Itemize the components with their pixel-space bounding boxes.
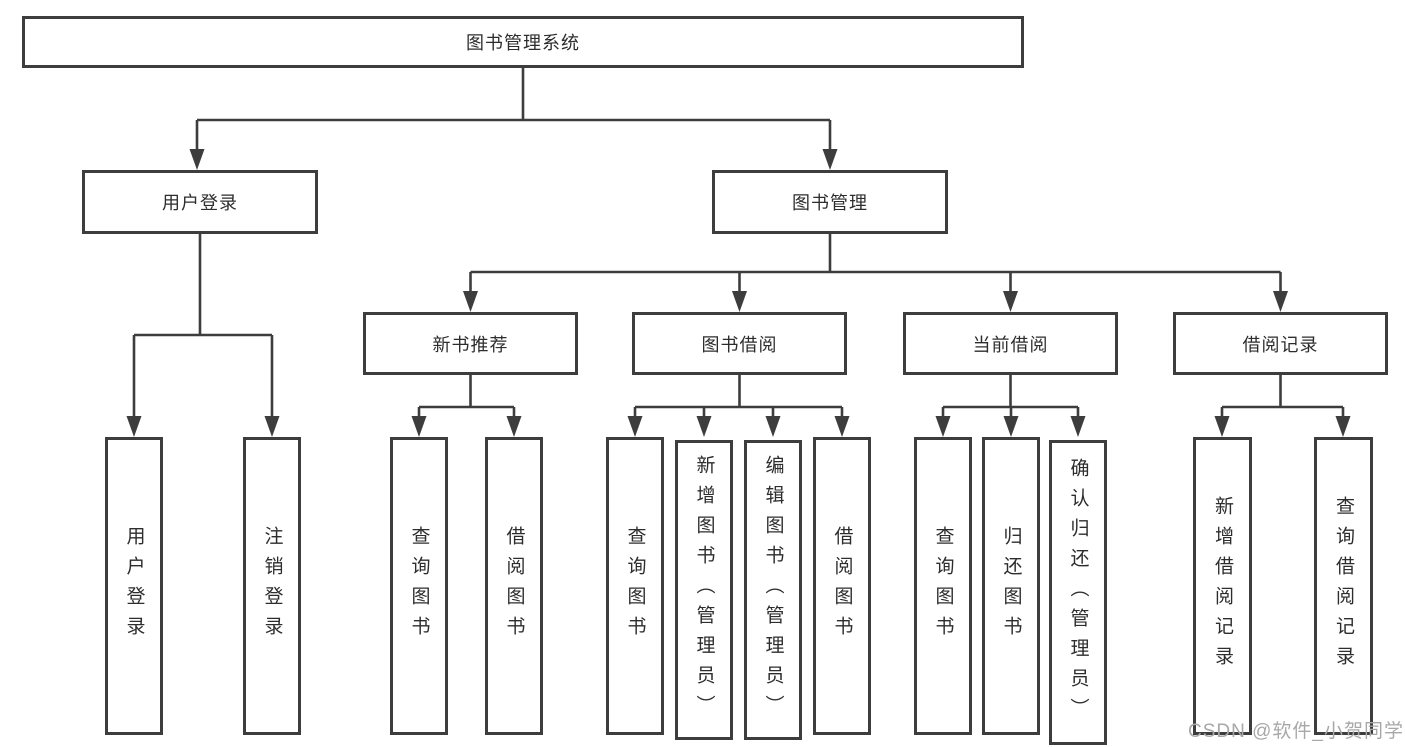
node-new-book-recommendation: 新书推荐 <box>363 312 578 375</box>
node-borrowing-records: 借阅记录 <box>1173 312 1388 375</box>
node-current-borrowing: 当前借阅 <box>903 312 1118 375</box>
watermark-text: CSDN @软件_小贺同学 <box>1188 721 1404 742</box>
leaf-add-book-admin: 新增图书（管理员） <box>675 440 733 740</box>
leaf-logout: 注销登录 <box>243 437 301 735</box>
leaf-user-login: 用户登录 <box>105 437 163 735</box>
leaf-query-books-current: 查询图书 <box>914 437 972 735</box>
leaf-borrow-books-borrowing: 借阅图书 <box>813 437 871 735</box>
leaf-add-borrow-record: 新增借阅记录 <box>1193 437 1252 735</box>
node-library-management-system: 图书管理系统 <box>22 16 1024 68</box>
leaf-borrow-books-recommend: 借阅图书 <box>485 437 543 735</box>
leaf-query-books-recommend: 查询图书 <box>390 437 448 735</box>
node-book-borrowing: 图书借阅 <box>632 312 847 375</box>
leaf-confirm-return-admin: 确认归还（管理员） <box>1049 440 1107 745</box>
leaf-query-borrow-record: 查询借阅记录 <box>1314 437 1373 735</box>
node-user-login: 用户登录 <box>82 170 318 234</box>
node-book-management: 图书管理 <box>712 170 948 234</box>
leaf-return-books: 归还图书 <box>982 437 1040 735</box>
leaf-edit-book-admin: 编辑图书（管理员） <box>744 440 802 740</box>
leaf-query-books-borrowing: 查询图书 <box>606 437 664 735</box>
